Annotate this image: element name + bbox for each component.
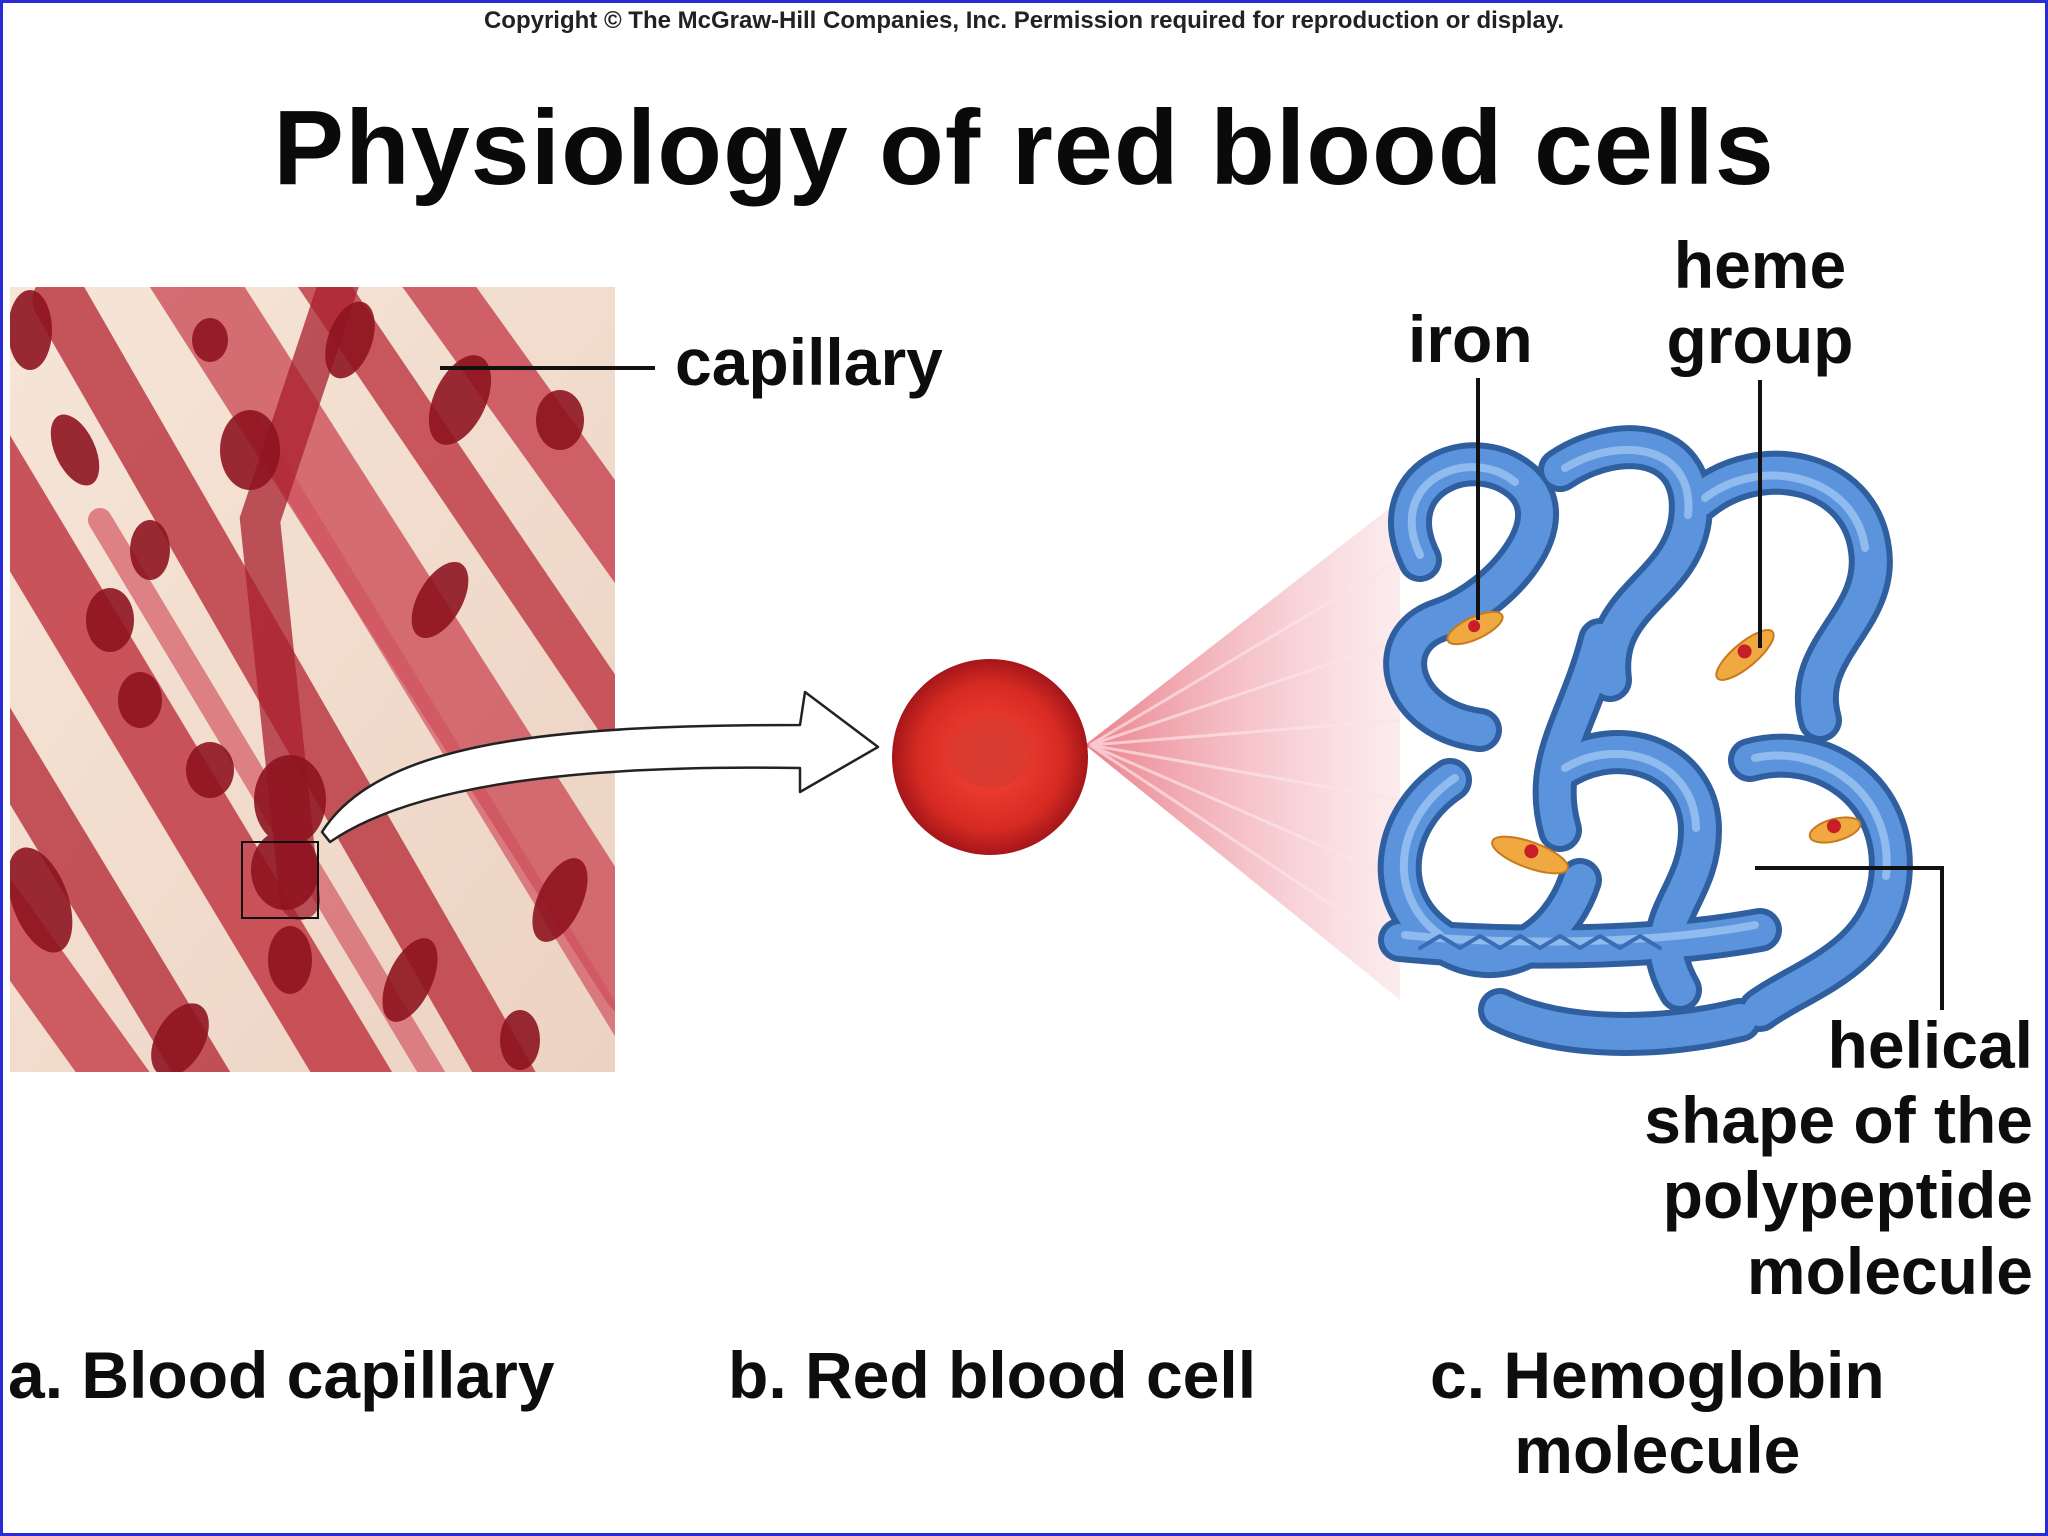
- copyright-notice: Copyright © The McGraw-Hill Companies, I…: [483, 7, 1565, 34]
- zoom-cone: [1085, 500, 1400, 1000]
- label-capillary: capillary: [675, 325, 943, 399]
- label-heme-line1: heme: [1673, 228, 1847, 302]
- label-iron: iron: [1408, 302, 1533, 376]
- label-helical-line3: polypeptide: [1662, 1158, 2033, 1233]
- caption-c-line2: molecule: [1514, 1413, 1801, 1488]
- red-blood-cell: [892, 659, 1088, 855]
- hemoglobin-molecule: [1377, 425, 1913, 1056]
- label-helical-line4: molecule: [1746, 1233, 2033, 1308]
- capillary-micrograph: [10, 287, 615, 1072]
- label-heme-line2: group: [1666, 303, 1854, 378]
- caption-c-line1: c. Hemoglobin: [1430, 1338, 1885, 1412]
- label-helical-line1: helical: [1827, 1008, 2033, 1082]
- caption-b: b. Red blood cell: [728, 1338, 1257, 1412]
- helical-leader: [1755, 866, 1944, 1010]
- magnified-region-box: [241, 841, 319, 919]
- slide-title: Physiology of red blood cells: [273, 89, 1775, 207]
- label-helical-shape: helical shape of the polypeptide molecul…: [1644, 1008, 2033, 1309]
- caption-a: a. Blood capillary: [8, 1338, 555, 1412]
- caption-c: c. Hemoglobin molecule: [1430, 1338, 1885, 1488]
- magnify-arrow: [320, 690, 880, 844]
- label-helical-line2: shape of the: [1644, 1083, 2033, 1158]
- label-heme-group: heme group: [1660, 228, 1860, 378]
